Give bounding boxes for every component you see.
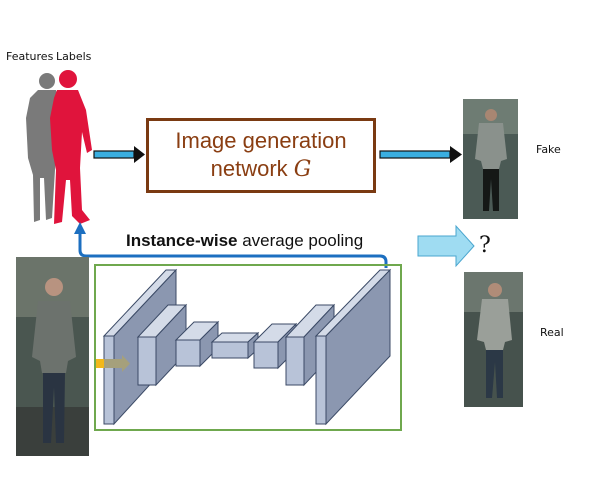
pooling-path — [74, 222, 388, 268]
arrow-to-fake — [379, 146, 462, 163]
encoder-frame — [94, 264, 402, 431]
fake-label: Fake — [536, 143, 561, 156]
fake-person-photo — [463, 99, 518, 219]
pooling-label-rest: average pooling — [237, 231, 364, 250]
pooling-label: Instance-wise average pooling — [126, 231, 363, 251]
encoder-network — [102, 268, 392, 426]
real-person-photo — [464, 272, 523, 407]
image-generation-network-box: Image generation network G — [146, 118, 376, 193]
label-silhouette — [50, 70, 92, 224]
pooling-label-bold: Instance-wise — [126, 231, 238, 250]
generator-subtitle: network G — [210, 156, 312, 182]
generator-title: Image generation — [175, 128, 347, 153]
encoder-layer-3 — [174, 320, 220, 368]
labels-label: Labels — [56, 50, 92, 63]
generator-symbol: G — [293, 157, 312, 182]
encoder-input-arrow — [96, 355, 130, 372]
input-person-photo — [16, 257, 89, 456]
question-arrow — [417, 224, 475, 268]
real-label: Real — [540, 326, 564, 339]
arrow-to-generator — [93, 146, 145, 163]
decoder-layer-3 — [314, 268, 392, 426]
question-mark: ? — [479, 233, 491, 258]
features-label: Features — [6, 50, 54, 63]
